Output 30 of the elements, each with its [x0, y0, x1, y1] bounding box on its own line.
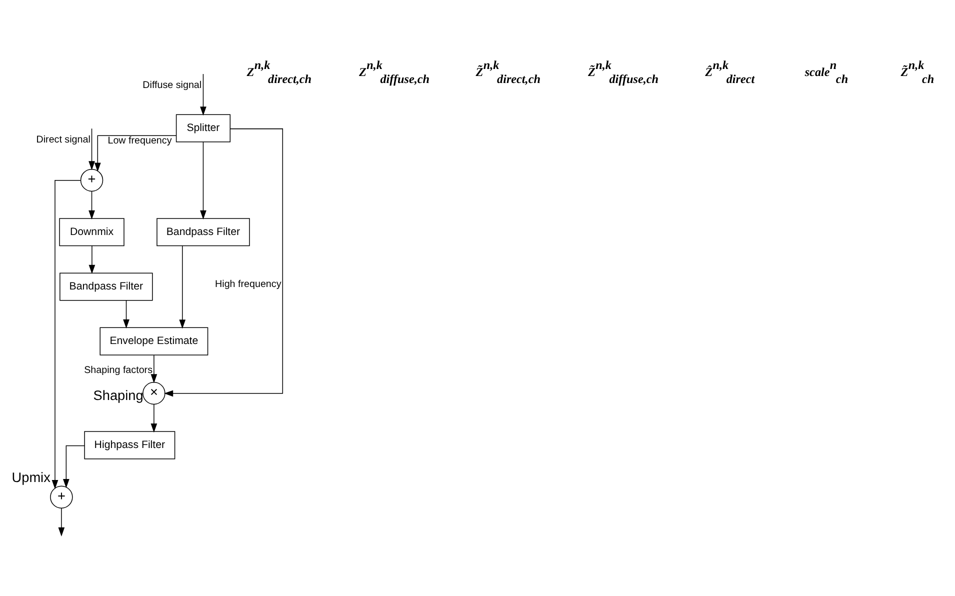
node-circle: ×	[142, 382, 166, 405]
arrow	[150, 404, 158, 433]
edge-label: Direct signal	[36, 134, 90, 146]
node-circle: +	[80, 168, 104, 192]
arrow	[179, 246, 186, 329]
edge-label: High frequency	[215, 279, 282, 290]
edge-label: Low frequency	[108, 136, 172, 147]
arrow	[62, 445, 85, 488]
node-circle: +	[50, 486, 73, 508]
node-box: Bandpass Filter	[60, 272, 153, 301]
edge-label: Diffuse signal	[142, 80, 202, 91]
arrow	[88, 190, 95, 220]
node-label: Upmix	[12, 470, 50, 485]
arrow	[123, 300, 130, 329]
arrow	[52, 180, 82, 490]
arrow	[150, 354, 158, 384]
arrow	[88, 128, 95, 170]
node-box: Splitter	[176, 114, 231, 142]
arrow	[200, 142, 206, 220]
node-box: Envelope Estimate	[100, 327, 208, 356]
node-box: Downmix	[59, 218, 124, 246]
node-box: Bandpass Filter	[156, 218, 250, 246]
arrow	[88, 135, 176, 172]
node-label: Shaping	[93, 388, 144, 404]
edge-label: Shaping factors	[84, 364, 153, 376]
arrow	[200, 74, 206, 116]
arrow	[164, 128, 284, 397]
arrow	[88, 246, 96, 274]
node-box: Highpass Filter	[84, 431, 176, 460]
arrow	[58, 508, 65, 536]
